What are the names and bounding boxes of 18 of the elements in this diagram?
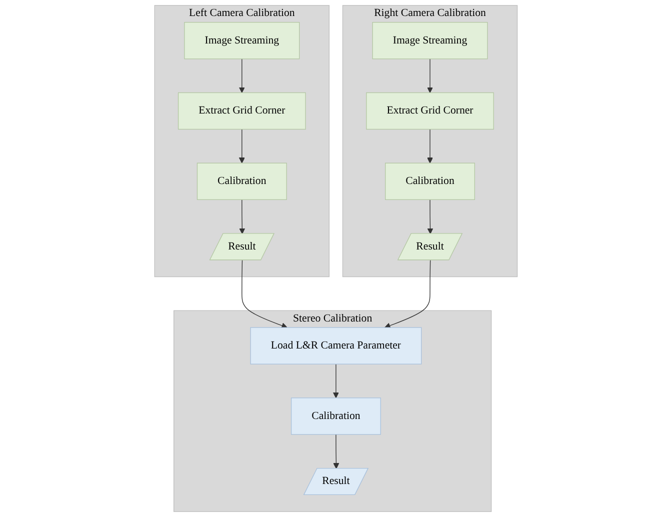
arrow xyxy=(426,199,433,234)
node-box: Load L&R Camera Parameter xyxy=(250,327,422,364)
arrow xyxy=(241,260,287,328)
arrow xyxy=(332,364,338,398)
node-box: Calibration xyxy=(384,162,475,200)
node-box: Image Streaming xyxy=(372,22,488,60)
arrow xyxy=(426,58,433,93)
node-box: Calibration xyxy=(196,162,286,200)
arrow xyxy=(384,260,430,328)
node-box: Extract Grid Corner xyxy=(178,92,306,130)
node-box: Calibration xyxy=(290,398,380,435)
arrow xyxy=(238,58,244,93)
arrow xyxy=(332,434,339,469)
arrow xyxy=(238,128,244,164)
arrow xyxy=(426,128,433,164)
arrow xyxy=(238,199,245,234)
node-box: Extract Grid Corner xyxy=(366,92,494,130)
node-box: Image Streaming xyxy=(184,22,300,60)
